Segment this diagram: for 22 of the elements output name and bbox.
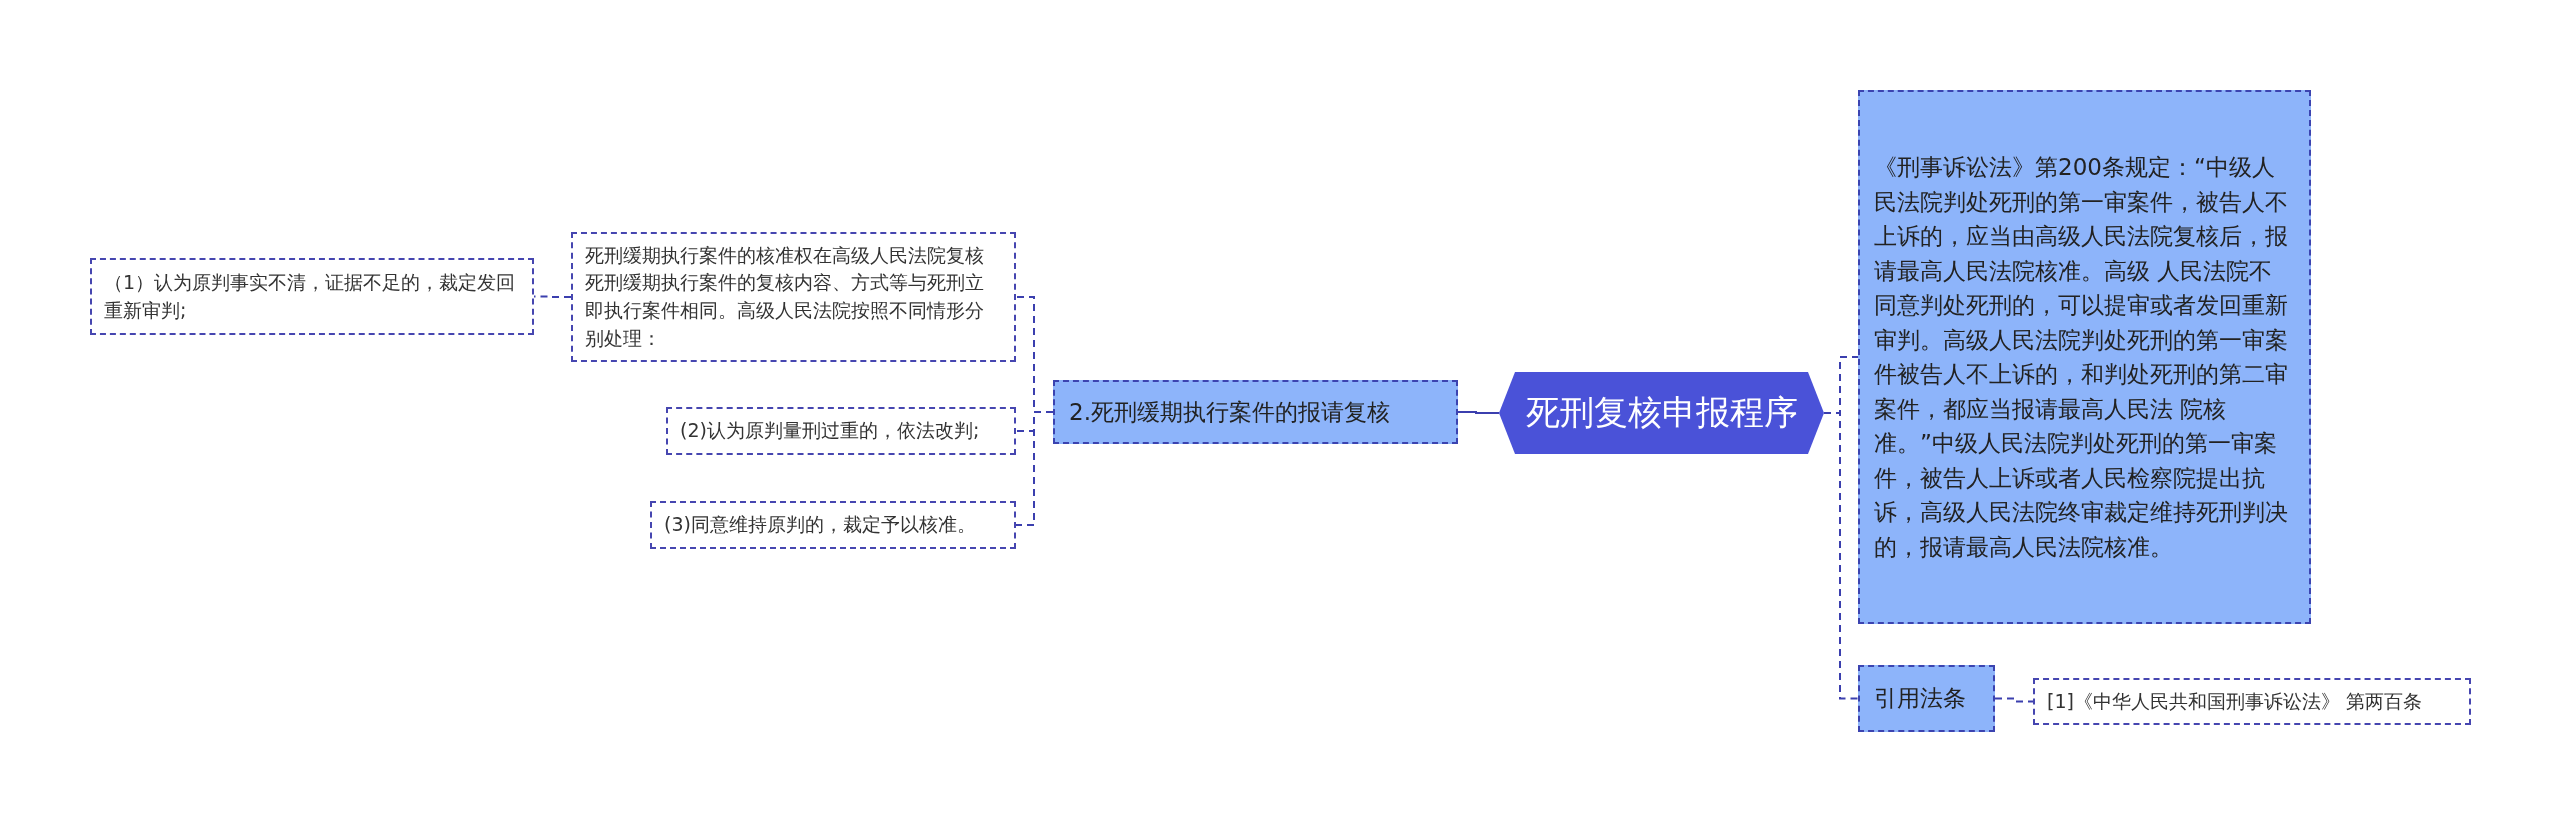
topic-box	[1858, 665, 1995, 732]
central-topic	[1499, 372, 1824, 454]
topic-text: (2)认为原判量刑过重的，依法改判;	[680, 418, 980, 444]
topic-text: 《刑事诉讼法》第200条规定：“中级人民法院判处死刑的第一审案件，被告人不上诉的，应当由高级人民法院复核后，报请最高人民法院核准。高级 人民法院不同意判处死刑的，可以提审或者发回重新审判。高级人民法院判处死刑的第一审案件被告人不上诉的，和判处死刑的第二审案件，都应当报请最高人民法 院核准。”中级人民法院判处死刑的第一审案件，被告人上诉或者人民检察院提出抗诉，高级人民法院终审裁定维持死刑判决的，报请最高人民法院核准。	[1874, 153, 2289, 562]
note-box	[90, 258, 534, 335]
topic-text: 引用法条	[1874, 684, 1966, 714]
note-box	[571, 232, 1016, 362]
connector-line	[1823, 412, 1859, 700]
connector-line	[1015, 411, 1054, 526]
connector-line	[1994, 697, 2034, 703]
topic-text: [1]《中华人民共和国刑事诉讼法》 第两百条	[2047, 688, 2422, 714]
topic-box	[1053, 380, 1458, 444]
topic-title: 死刑复核申报程序	[1525, 391, 1798, 434]
topic-text: (3)同意维持原判的，裁定予以核准。	[664, 512, 976, 538]
note-box	[650, 501, 1016, 549]
topic-text: 死刑缓期执行案件的核准权在高级人民法院复核死刑缓期执行案件的复核内容、方式等与死刑立即执行案件相同。高级人民法院按照不同情形分别处理：	[585, 242, 985, 351]
note-box	[2033, 678, 2471, 725]
topic-text: （1）认为原判事实不清，证据不足的，裁定发回重新审判;	[104, 269, 517, 323]
topic-text: 2.死刑缓期执行案件的报请复核	[1069, 397, 1390, 427]
note-box	[666, 407, 1016, 455]
connector-line	[1457, 411, 1500, 414]
topic-box	[1858, 90, 2311, 624]
